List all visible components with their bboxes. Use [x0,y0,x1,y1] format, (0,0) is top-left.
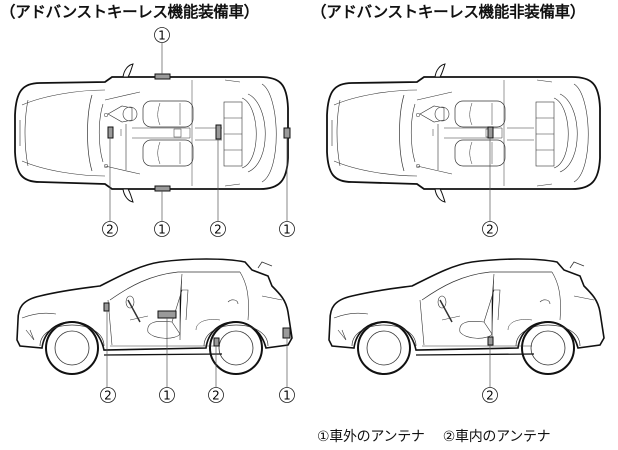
antenna-interior-rear-side [213,337,220,347]
svg-text:2: 2 [214,223,222,237]
top-view-equipped: 1 2 1 2 1 [14,27,295,237]
svg-text:1: 1 [163,389,171,403]
callout-1-rear-exterior: 1 [279,221,295,237]
legend-exterior-antenna: ①車外のアンテナ [317,429,425,445]
callout-2-seat-side: 2 [482,387,498,403]
side-view-equipped: 2 1 2 1 [16,258,295,403]
top-view-not-equipped: 2 [326,63,601,237]
svg-text:2: 2 [104,389,112,403]
legend: ①車外のアンテナ ②車内のアンテナ [317,426,564,446]
antenna-exterior-bumper [282,327,291,339]
svg-text:2: 2 [212,389,220,403]
antenna-interior-console [487,126,494,139]
legend-interior-antenna: ②車内のアンテナ [442,429,551,445]
callout-2-front-interior: 2 [102,221,118,237]
antenna-exterior-door-handle [157,310,177,319]
antenna-interior-seat-side [487,336,494,346]
callout-2-front-side: 2 [100,387,116,403]
svg-text:1: 1 [283,389,291,403]
svg-text:1: 1 [158,29,166,43]
side-view-not-equipped: 2 [328,258,605,403]
callout-1-bottom-door: 1 [154,221,170,237]
callout-1-door-side: 1 [159,387,175,403]
antenna-interior-front [107,126,114,139]
callout-2-rear-side: 2 [208,387,224,403]
svg-text:1: 1 [158,223,166,237]
title-not-equipped: （アドバンストキーレス機能非装備車） [311,3,586,21]
callout-1-top: 1 [154,27,170,43]
callout-2-rear-interior: 2 [210,221,226,237]
antenna-exterior-left-door [154,73,171,80]
svg-text:2: 2 [486,223,494,237]
callout-1-bumper-side: 1 [279,387,295,403]
svg-text:2: 2 [486,389,494,403]
svg-text:2: 2 [106,223,114,237]
antenna-interior-front-side [103,302,110,312]
antenna-exterior-rear [283,127,291,139]
antenna-interior-rear [215,124,222,140]
antenna-exterior-right-door [154,185,171,192]
title-equipped: （アドバンストキーレス機能装備車） [0,3,259,21]
svg-text:1: 1 [283,223,291,237]
callout-2-console: 2 [482,221,498,237]
